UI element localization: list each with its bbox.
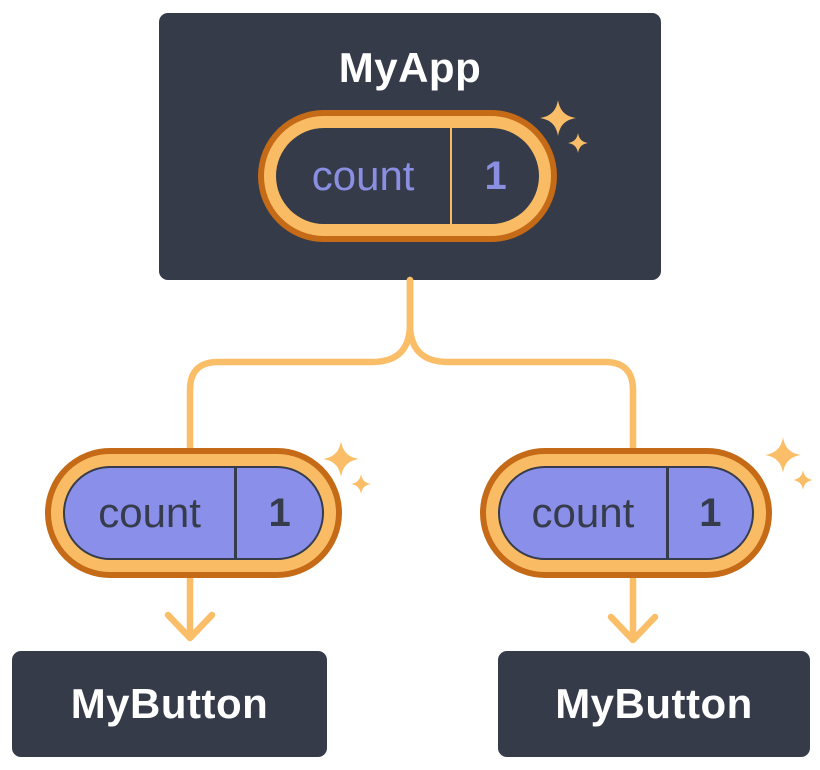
sparkle-star-small bbox=[351, 474, 371, 494]
prop-pill-label: count bbox=[98, 489, 201, 536]
pill-divider bbox=[450, 128, 453, 224]
arrowhead-right-icon bbox=[607, 613, 659, 644]
sparkle-star-small bbox=[568, 133, 588, 153]
component-title-mybutton-left: MyButton bbox=[70, 680, 269, 727]
state-pill-value: 1 bbox=[484, 153, 507, 198]
sparkle-star-big bbox=[765, 437, 801, 473]
prop-pill-count-left: count 1 bbox=[45, 448, 342, 578]
sparkle-icon bbox=[540, 100, 600, 160]
prop-pill-count-right: count 1 bbox=[480, 448, 772, 578]
sparkle-star-small bbox=[793, 470, 813, 490]
prop-pill-inner: count 1 bbox=[63, 466, 324, 560]
prop-pill-value: 1 bbox=[268, 490, 291, 535]
sparkle-star-big bbox=[540, 100, 576, 136]
state-pill-count: count 1 bbox=[258, 110, 557, 242]
component-box-mybutton-left: MyButton bbox=[9, 648, 330, 760]
prop-pill-inner: count 1 bbox=[498, 466, 754, 560]
state-pill-inner: count 1 bbox=[276, 128, 539, 224]
sparkle-star-big bbox=[323, 441, 359, 477]
component-title-mybutton-right: MyButton bbox=[555, 680, 753, 727]
prop-pill-label: count bbox=[531, 489, 635, 536]
pill-divider bbox=[665, 468, 669, 558]
prop-pill-value: 1 bbox=[699, 490, 722, 535]
sparkle-icon bbox=[765, 437, 820, 497]
pill-divider bbox=[234, 468, 238, 558]
component-title-myapp: MyApp bbox=[338, 44, 482, 91]
state-pill-label: count bbox=[311, 152, 415, 199]
arrowhead-left-icon bbox=[164, 611, 216, 642]
component-box-mybutton-right: MyButton bbox=[495, 648, 813, 760]
sparkle-icon bbox=[323, 441, 383, 501]
